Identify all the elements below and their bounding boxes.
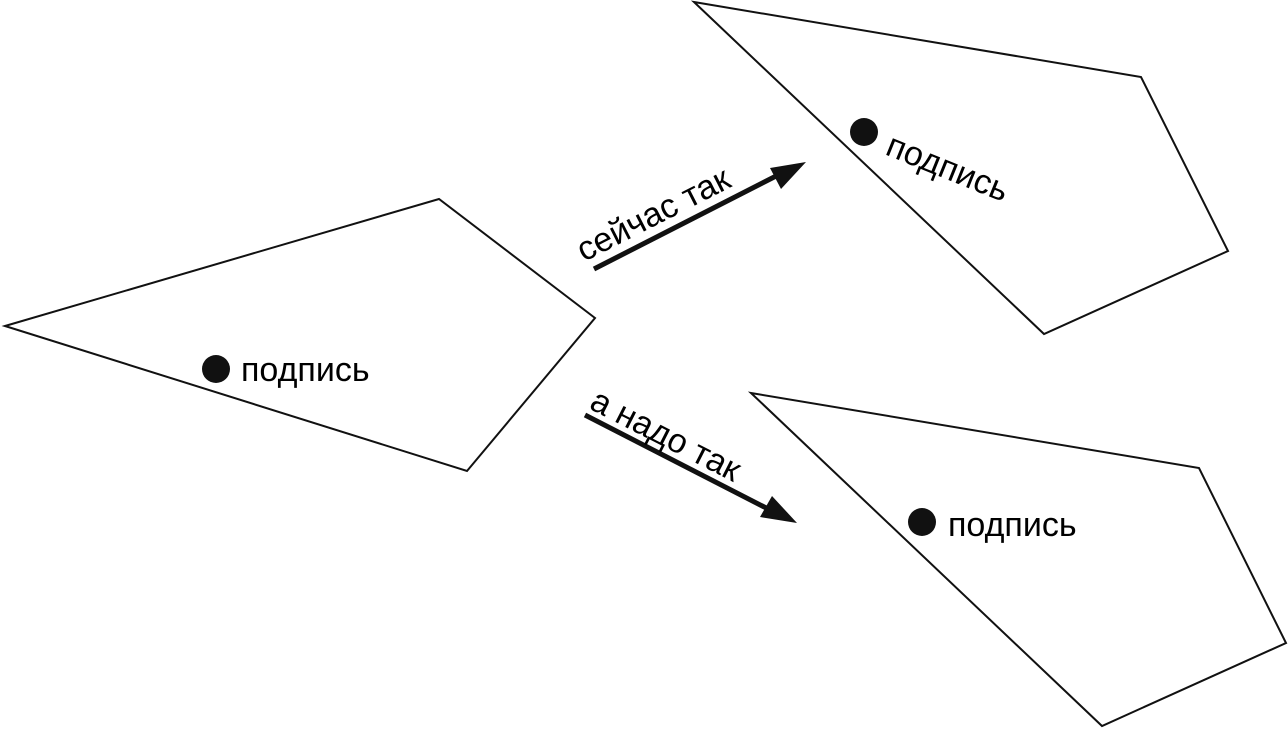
original-shape-group: подпись [1,197,597,473]
current-shape [690,0,1230,336]
arrow-desired-head [760,496,797,523]
desired-shape [747,391,1288,728]
desired-point-dot [908,508,936,536]
original-point-label: подпись [241,351,370,389]
current-point-dot [850,118,878,146]
arrow-current-label: сейчас так [570,159,737,269]
arrow-current-group: сейчас так [570,159,806,272]
desired-shape-group: подпись [747,391,1288,728]
arrow-current-line [592,170,784,272]
original-point-dot [202,355,230,383]
arrow-current-head [770,162,806,189]
arrow-desired-label: а надо так [584,381,748,489]
arrow-desired-line [583,412,774,514]
arrow-desired-group: а надо так [583,381,797,523]
original-shape [1,197,597,473]
desired-point-label: подпись [948,506,1077,544]
